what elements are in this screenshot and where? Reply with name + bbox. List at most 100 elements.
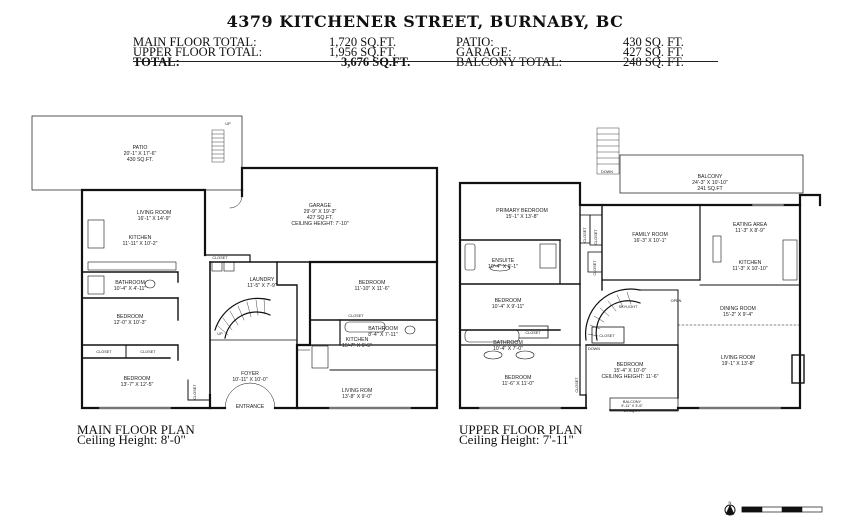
- svg-text:10'-4" X 7'-0": 10'-4" X 7'-0": [493, 346, 523, 352]
- upper-family-name: FAMILY ROOM: [632, 232, 668, 238]
- patio-value: 430 SQ. FT.: [623, 35, 684, 49]
- svg-text:29'-9" X 19'-3": 29'-9" X 19'-3": [304, 209, 337, 215]
- svg-text:13'-8" X 9'-0": 13'-8" X 9'-0": [342, 394, 372, 400]
- upper-living-name: LIVING ROOM: [721, 355, 756, 361]
- svg-text:10'-11" X 10'-0": 10'-11" X 10'-0": [232, 377, 267, 383]
- main-plan-ceiling: Ceiling Height: 8'-0": [77, 432, 186, 447]
- svg-text:15'-4" X 10'-0": 15'-4" X 10'-0": [614, 368, 647, 374]
- svg-text:10'-4" X 4'-11": 10'-4" X 4'-11": [114, 286, 147, 292]
- svg-text:8'-4" X 7'-11": 8'-4" X 7'-11": [368, 332, 398, 338]
- upper-ensuite-name: ENSUITE: [492, 258, 515, 264]
- total-value: 3,676 SQ.FT.: [341, 55, 411, 69]
- svg-text:430 SQ.FT.: 430 SQ.FT.: [127, 157, 153, 163]
- svg-text:CEILING HEIGHT: 11'-6": CEILING HEIGHT: 11'-6": [602, 374, 659, 380]
- upper-closet-a: CLOSET: [525, 331, 541, 335]
- main-living-name: LIVING ROOM: [137, 210, 172, 216]
- svg-text:24'-3" X 10'-10": 24'-3" X 10'-10": [692, 180, 728, 186]
- main-kitchen-name: KITCHEN: [129, 235, 152, 241]
- upper-down-label: DOWN: [601, 170, 613, 174]
- balcony-value: 248 SQ. FT.: [623, 55, 684, 69]
- main-garage-walls: [240, 166, 439, 264]
- svg-text:20'-1" X 17'-6": 20'-1" X 17'-6": [124, 151, 157, 157]
- main-closet-d: CLOSET: [193, 384, 197, 400]
- main-patio-stairs: [211, 129, 225, 163]
- svg-text:12'-0" X 10'-3": 12'-0" X 10'-3": [114, 320, 147, 326]
- main-kitchen2-name: KITCHEN: [346, 337, 369, 343]
- main-laundry-name: LAUNDRY: [250, 277, 275, 283]
- main-living2-name: LIVING ROM: [342, 388, 373, 394]
- svg-text:16'-1" X 14'-9": 16'-1" X 14'-9": [138, 216, 171, 222]
- svg-text:11'-6" X 11'-0": 11'-6" X 11'-0": [502, 381, 534, 387]
- garage-value: 427 SQ. FT.: [623, 45, 684, 59]
- property-address: 4379 KITCHENER STREET, BURNABY, BC: [226, 12, 624, 31]
- compass-scale: [724, 504, 823, 516]
- main-bedroom1-name: BEDROOM: [117, 314, 144, 320]
- main-garage-name: GARAGE: [309, 203, 332, 209]
- main-bath2-name: BATHROOM: [368, 326, 398, 332]
- main-floor-label: MAIN FLOOR TOTAL:: [133, 35, 257, 49]
- svg-text:11'-3" X 10'-10": 11'-3" X 10'-10": [732, 266, 767, 272]
- upper-closet-e: CLOSET: [594, 229, 598, 245]
- svg-text:427 SQ.FT.: 427 SQ.FT.: [307, 215, 333, 221]
- upper-balcony-outline: [619, 154, 804, 194]
- upper-floor-plan: [458, 127, 822, 412]
- main-floor-value: 1,720 SQ.FT.: [329, 35, 397, 49]
- upper-open-label: OPEN: [671, 299, 682, 303]
- upper-dining-name: DINING ROOM: [720, 306, 756, 312]
- main-plan-title: MAIN FLOOR PLAN: [77, 422, 195, 437]
- svg-text:11'-3" X 8'-9": 11'-3" X 8'-9": [735, 228, 765, 234]
- svg-text:34 SQ.FT: 34 SQ.FT: [624, 409, 641, 413]
- upper-kitchen-name: KITCHEN: [739, 260, 762, 266]
- upper-skylight: SKYLIGHT: [619, 305, 638, 309]
- main-bedroom2-name: BEDROOM: [124, 376, 151, 382]
- main-up-label-2: UP: [217, 332, 223, 336]
- main-closet-a: CLOSET: [96, 350, 112, 354]
- main-floor-labels: PATIO 20'-1" X 17'-6" 430 SQ.FT. LIVING …: [96, 122, 398, 410]
- balcony-label: BALCONY TOTAL:: [456, 55, 563, 69]
- garage-label: GARAGE:: [456, 45, 512, 59]
- upper-bedroom1-name: BEDROOM: [495, 298, 522, 304]
- svg-text:241 SQ.FT: 241 SQ.FT: [697, 186, 723, 192]
- upper-bedroom2-name: BEDROOM: [505, 375, 532, 381]
- svg-text:15'-1" X 13'-8": 15'-1" X 13'-8": [506, 214, 539, 220]
- main-closet-e: CLOSET: [348, 314, 364, 318]
- svg-text:10'-4" X 9'-1": 10'-4" X 9'-1": [488, 264, 518, 270]
- upper-floor-label: UPPER FLOOR TOTAL:: [133, 45, 263, 59]
- upper-closet-c: CLOSET: [599, 334, 615, 338]
- main-patio-name: PATIO: [133, 145, 148, 151]
- main-bath-name: BATHROOM: [115, 280, 145, 286]
- svg-text:11'-11" X 10'-2": 11'-11" X 10'-2": [123, 241, 158, 247]
- svg-text:15'-7" X 6'-5": 15'-7" X 6'-5": [342, 343, 372, 349]
- upper-eating-name: EATING AREA: [733, 222, 768, 228]
- svg-text:11'-10" X 11'-6": 11'-10" X 11'-6": [355, 286, 390, 292]
- upper-plan-title: UPPER FLOOR PLAN: [459, 422, 583, 437]
- svg-text:19'-1" X 13'-8": 19'-1" X 13'-8": [722, 361, 755, 367]
- main-closet-c: CLOSET: [212, 256, 228, 260]
- upper-bath-name: BATHROOM: [493, 340, 523, 346]
- main-up-label: UP: [225, 122, 231, 126]
- total-label: TOTAL:: [133, 55, 180, 69]
- upper-floor-value: 1,956 SQ.FT.: [329, 45, 397, 59]
- upper-balcony2-name: BALCONY: [623, 400, 642, 404]
- main-bedroom3-name: BEDROOM: [359, 280, 386, 286]
- svg-text:CEILING HEIGHT: 7'-10": CEILING HEIGHT: 7'-10": [291, 221, 348, 227]
- upper-closet-f: CLOSET: [593, 260, 597, 276]
- svg-text:15'-2" X 9'-4": 15'-2" X 9'-4": [723, 312, 753, 318]
- main-foyer-name: FOYER: [241, 371, 259, 377]
- upper-closet-b: CLOSET: [575, 377, 579, 393]
- upper-closet-d: CLOSET: [583, 227, 587, 243]
- main-entrance: ENTRANCE: [236, 404, 265, 410]
- svg-text:9'-11" X 3'-6": 9'-11" X 3'-6": [621, 404, 643, 408]
- main-floor-plan: [31, 115, 439, 410]
- upper-plan-ceiling: Ceiling Height: 7'-11": [459, 432, 574, 447]
- main-closet-b: CLOSET: [140, 350, 156, 354]
- header-rule: [133, 61, 718, 62]
- svg-text:11'-5" X 7'-9": 11'-5" X 7'-9": [247, 283, 277, 289]
- svg-text:16'-3" X 10'-1": 16'-3" X 10'-1": [634, 238, 667, 244]
- upper-balcony-name: BALCONY: [698, 174, 723, 180]
- upper-down-label-2: DOWN: [588, 347, 600, 351]
- svg-text:10'-4" X 9'-11": 10'-4" X 9'-11": [492, 304, 525, 310]
- upper-primary-name: PRIMARY BEDROOM: [496, 208, 548, 214]
- upper-floor-labels: PRIMARY BEDROOM 15'-1" X 13'-8" ENSUITE …: [488, 170, 768, 413]
